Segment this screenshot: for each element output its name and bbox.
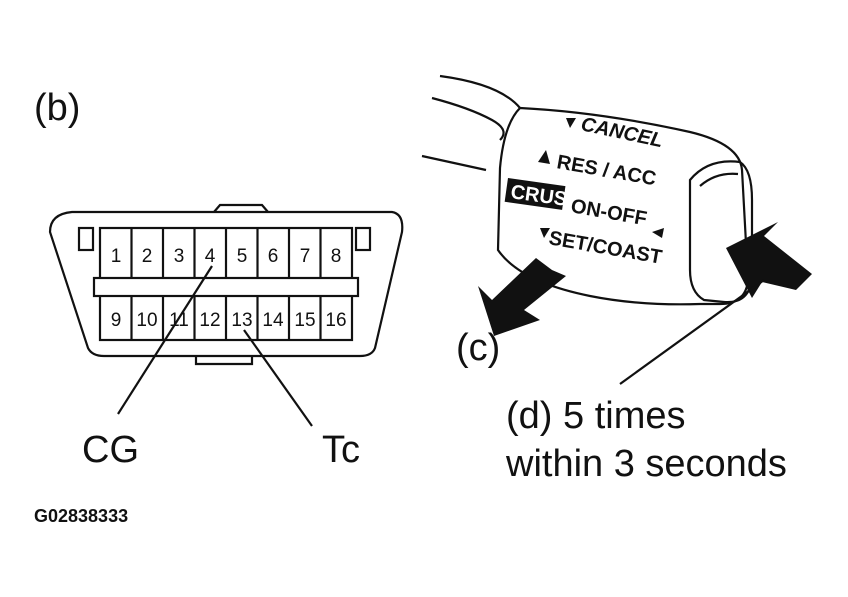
label-d-line2: within 3 seconds bbox=[505, 443, 787, 485]
pin-label: 10 bbox=[136, 310, 157, 331]
label-c: (c) bbox=[456, 327, 500, 369]
pin-label-cg: 4 bbox=[205, 246, 216, 267]
dlc3-connector bbox=[48, 203, 404, 366]
pin-label: 12 bbox=[199, 310, 220, 331]
label-cg: CG bbox=[82, 429, 139, 471]
pin-label: 2 bbox=[142, 246, 153, 267]
pin-label: 8 bbox=[331, 246, 342, 267]
pin-label: 14 bbox=[262, 310, 284, 331]
top-pin-row: 1 2 3 4 5 6 7 8 bbox=[111, 246, 342, 267]
pin-label-tc: 13 bbox=[231, 310, 252, 331]
lever-label-set-coast: SET/COAST bbox=[547, 227, 664, 269]
pin-label: 7 bbox=[300, 246, 311, 267]
figure-code: G02838333 bbox=[34, 506, 128, 526]
cruise-control-lever bbox=[421, 74, 754, 306]
cg-leader-line bbox=[117, 265, 213, 415]
cruise-badge bbox=[504, 178, 566, 210]
pin-label: 5 bbox=[237, 246, 248, 267]
label-b: (b) bbox=[34, 87, 80, 129]
lever-label-on-off: ON-OFF bbox=[569, 195, 648, 230]
pull-arrow-icon bbox=[478, 258, 566, 336]
pin-label: 6 bbox=[268, 246, 279, 267]
label-tc: Tc bbox=[322, 429, 360, 471]
push-arrow-icon bbox=[726, 222, 812, 298]
lever-label-res-acc: RES / ACC bbox=[555, 151, 658, 190]
pin-label: 3 bbox=[174, 246, 185, 267]
tc-leader-line bbox=[243, 329, 313, 427]
bottom-pin-row: 9 10 11 12 13 14 15 16 bbox=[111, 310, 347, 331]
pin-label: 15 bbox=[294, 310, 315, 331]
label-d-line1: (d) 5 times bbox=[506, 395, 685, 437]
pin-label: 16 bbox=[325, 310, 346, 331]
d-leader-line bbox=[619, 279, 765, 385]
pin-label: 1 bbox=[111, 246, 122, 267]
pin-label: 9 bbox=[111, 310, 122, 331]
